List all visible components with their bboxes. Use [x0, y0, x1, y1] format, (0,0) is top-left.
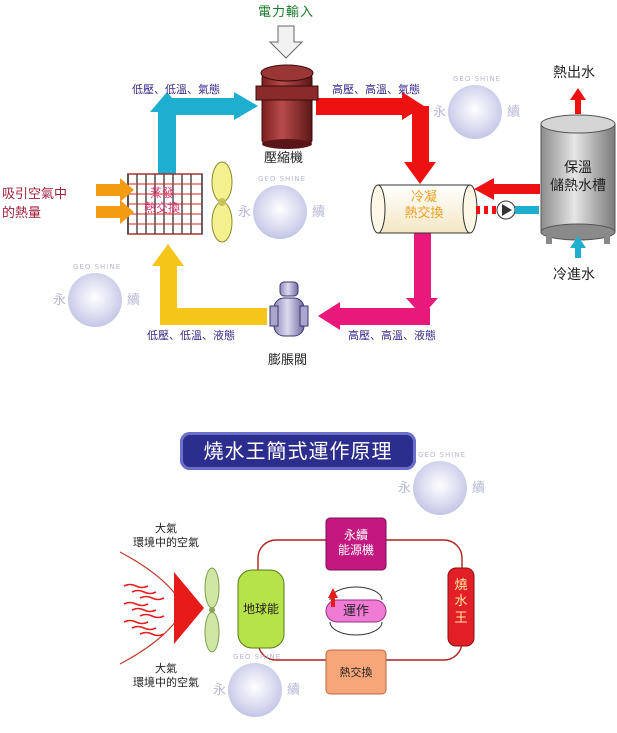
cold-in-label: 冷進水 [553, 267, 595, 283]
watermark-char-right: 續 [507, 105, 521, 120]
breeze-lines [119, 551, 183, 665]
tank-to-condenser-arrow [474, 178, 540, 200]
state-label-top-left: 低壓、低溫、氣態 [132, 83, 220, 96]
compressor-icon [255, 64, 319, 149]
pipe-red [316, 92, 436, 184]
condenser-label: 冷凝 熱交換 [404, 190, 444, 222]
yongji-machine-box [325, 517, 387, 571]
atmosphere-label-top: 大氣 環境中的空氣 [133, 522, 199, 549]
fan-icon-bottom [204, 567, 220, 653]
watermark-brand: GEO SHINE [233, 653, 282, 661]
watermark-brand: GEO SHINE [418, 451, 467, 459]
watermark-char-left: 永 [213, 683, 227, 698]
tank-icon [540, 114, 616, 244]
operation-label: 運作 [342, 604, 369, 619]
expansion-valve-label: 膨脹閥 [268, 353, 308, 368]
watermark-char-right: 續 [472, 481, 486, 496]
evaporator-label: 蒸發 熱交換 [143, 186, 180, 215]
operation-pill [325, 586, 387, 636]
expansion-valve-icon [269, 281, 309, 337]
atmosphere-label-bottom: 大氣 環境中的空氣 [133, 662, 199, 689]
earth-energy-box [237, 569, 285, 649]
state-label-bottom-left: 低壓、低溫、液態 [147, 329, 235, 342]
hot-out-label: 熱出水 [553, 65, 595, 81]
watermarks [68, 85, 502, 717]
yongji-machine-label: 永續 能源機 [337, 528, 374, 557]
watermark-char-left: 永 [238, 205, 252, 220]
water-king-box [447, 567, 475, 647]
water-king-label: 燒 水 王 [454, 578, 468, 626]
air-inlet-arrows [96, 178, 134, 224]
power-input-label: 電力輸入 [258, 5, 315, 20]
pipe-magenta [318, 232, 438, 330]
watermark-char-left: 永 [398, 481, 412, 496]
heat-exchange-box [325, 649, 387, 695]
air-heat-label: 吸引空氣中 的熱量 [2, 187, 68, 221]
heat-exchange-label: 熱交換 [339, 666, 373, 679]
pipe-yellow [152, 244, 267, 325]
watermark-char-right: 續 [312, 205, 326, 220]
state-label-bottom-right: 高壓、高溫、液態 [348, 329, 436, 342]
hot-out-arrow [570, 88, 586, 114]
watermark-brand: GEO SHINE [453, 75, 502, 83]
earth-energy-label: 地球能 [242, 602, 279, 616]
title-banner: 燒水王簡式運作原理 [180, 432, 416, 470]
state-label-top-right: 高壓、高溫、氣態 [332, 83, 420, 96]
diagram-title: 燒水王簡式運作原理 [203, 439, 393, 463]
cold-in-arrow [570, 236, 586, 258]
pump-icon [476, 200, 539, 220]
compressor-label: 壓縮機 [264, 151, 304, 166]
air-intake-triangle [174, 572, 204, 644]
watermark-char-right: 續 [127, 293, 141, 308]
tank-label: 保溫 儲熱水槽 [550, 160, 606, 194]
watermark-char-left: 永 [53, 293, 67, 308]
evaporator-icon [127, 173, 203, 235]
wind-streaks [123, 583, 165, 637]
fan-icon [211, 161, 233, 243]
watermark-char-right: 續 [287, 683, 301, 698]
power-arrow [268, 25, 304, 59]
watermark-brand: GEO SHINE [258, 175, 307, 183]
pipe-blue [150, 92, 258, 175]
watermark-brand: GEO SHINE [73, 263, 122, 271]
condenser-icon [370, 184, 478, 234]
watermark-char-left: 永 [433, 105, 447, 120]
